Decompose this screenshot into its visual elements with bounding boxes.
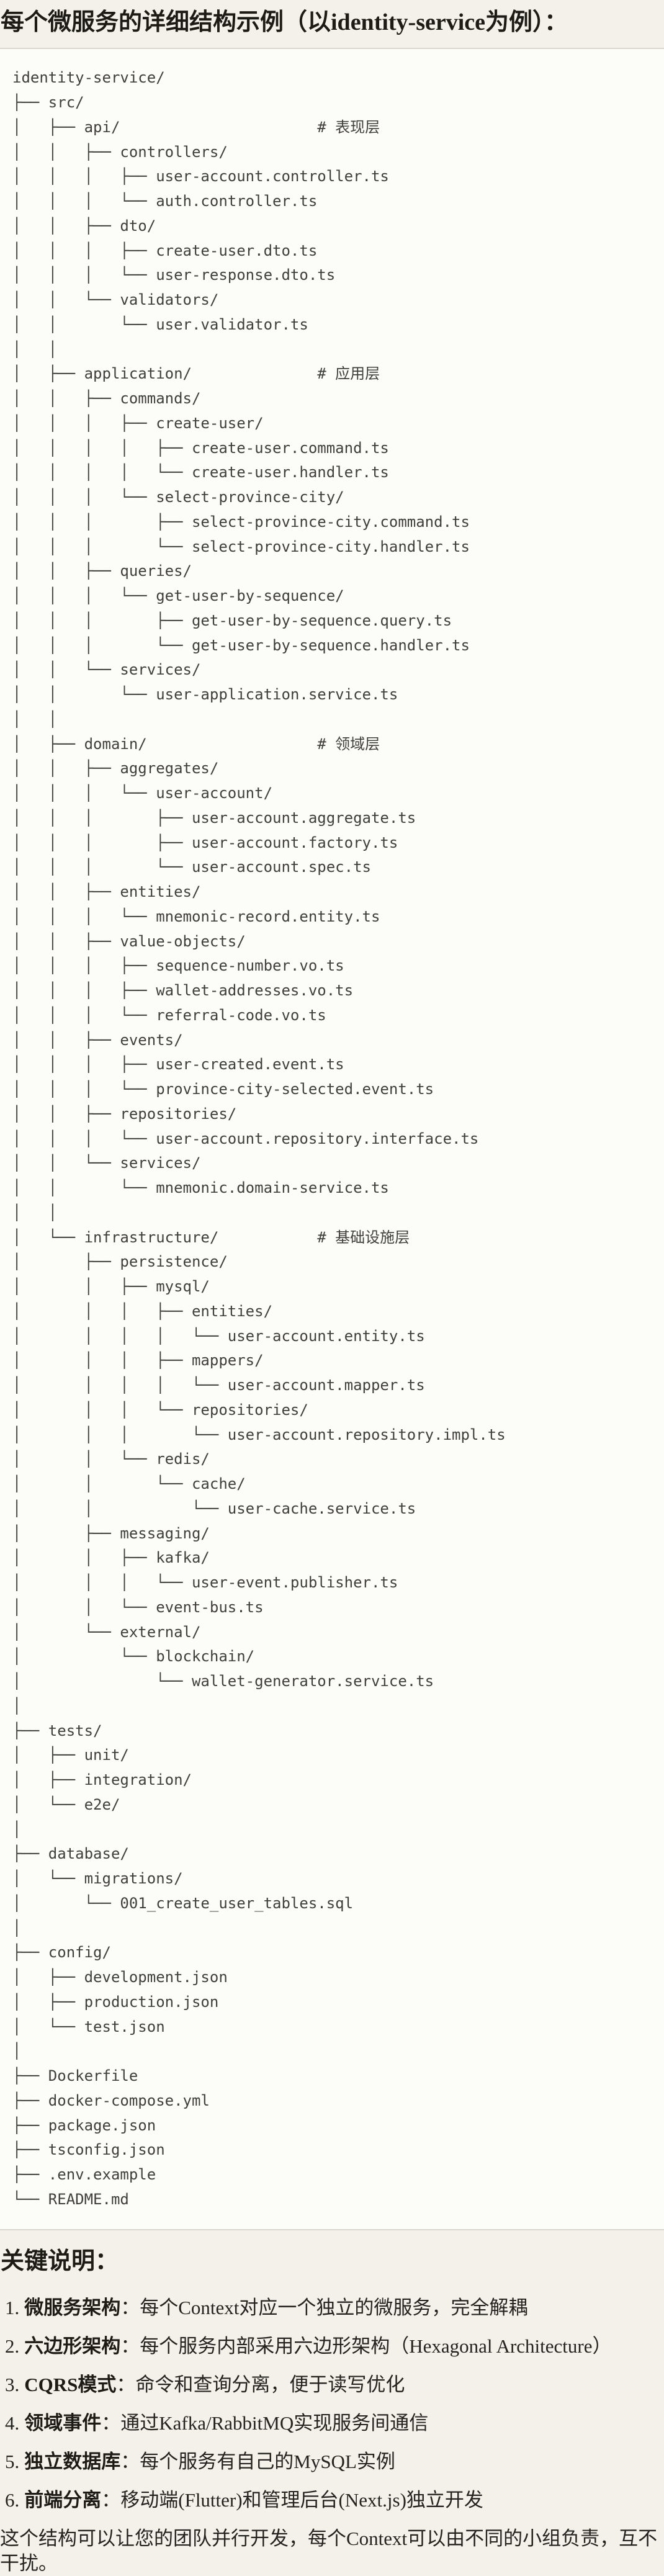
note-number: 3. [5,2374,20,2396]
note-number: 4. [5,2412,20,2435]
note-number: 2. [5,2335,20,2358]
note-item: 3.CQRS模式：命令和查询分离，便于读写优化 [5,2372,664,2397]
note-item: 5.独立数据库：每个服务有自己的MySQL实例 [5,2449,664,2474]
note-text: 命令和查询分离，便于读写优化 [135,2374,405,2396]
note-text: 每个服务内部采用六边形架构（Hexagonal Architecture） [140,2335,612,2358]
note-item: 6.前端分离：移动端(Flutter)和管理后台(Next.js)独立开发 [5,2488,664,2513]
note-text: 每个Context对应一个独立的微服务，完全解耦 [140,2297,528,2319]
note-separator: ： [101,2489,121,2511]
note-item: 1.微服务架构：每个Context对应一个独立的微服务，完全解耦 [5,2296,664,2320]
note-label: 六边形架构 [24,2335,121,2358]
note-label: CQRS模式 [24,2374,117,2396]
directory-tree: identity-service/ ├── src/ │ ├── api/ # … [12,69,506,2208]
note-item: 4.领域事件：通过Kafka/RabbitMQ实现服务间通信 [5,2411,664,2436]
note-text: 移动端(Flutter)和管理后台(Next.js)独立开发 [120,2489,483,2511]
page-title: 每个微服务的详细结构示例（以identity-service为例）： [1,9,568,35]
note-separator: ： [116,2374,136,2396]
notes-list: 1.微服务架构：每个Context对应一个独立的微服务，完全解耦 2.六边形架构… [0,2296,664,2513]
note-number: 1. [5,2297,20,2319]
note-number: 6. [5,2489,20,2511]
note-separator: ： [120,2335,140,2358]
note-separator: ： [101,2412,121,2435]
notes-heading: 关键说明： [1,2248,119,2274]
note-text: 每个服务有自己的MySQL实例 [140,2451,395,2473]
note-label: 微服务架构 [24,2297,121,2319]
note-separator: ： [120,2297,140,2319]
note-text: 通过Kafka/RabbitMQ实现服务间通信 [120,2412,429,2435]
note-item: 2.六边形架构：每个服务内部采用六边形架构（Hexagonal Architec… [5,2334,664,2359]
note-label: 独立数据库 [24,2451,121,2473]
note-separator: ： [120,2451,140,2473]
note-label: 前端分离 [24,2489,102,2511]
code-block: identity-service/ ├── src/ │ ├── api/ # … [0,48,664,2230]
closing-paragraph: 这个结构可以让您的团队并行开发，每个Context可以由不同的小组负责，互不干扰… [0,2528,658,2575]
note-number: 5. [5,2451,20,2473]
note-label: 领域事件 [24,2412,102,2435]
